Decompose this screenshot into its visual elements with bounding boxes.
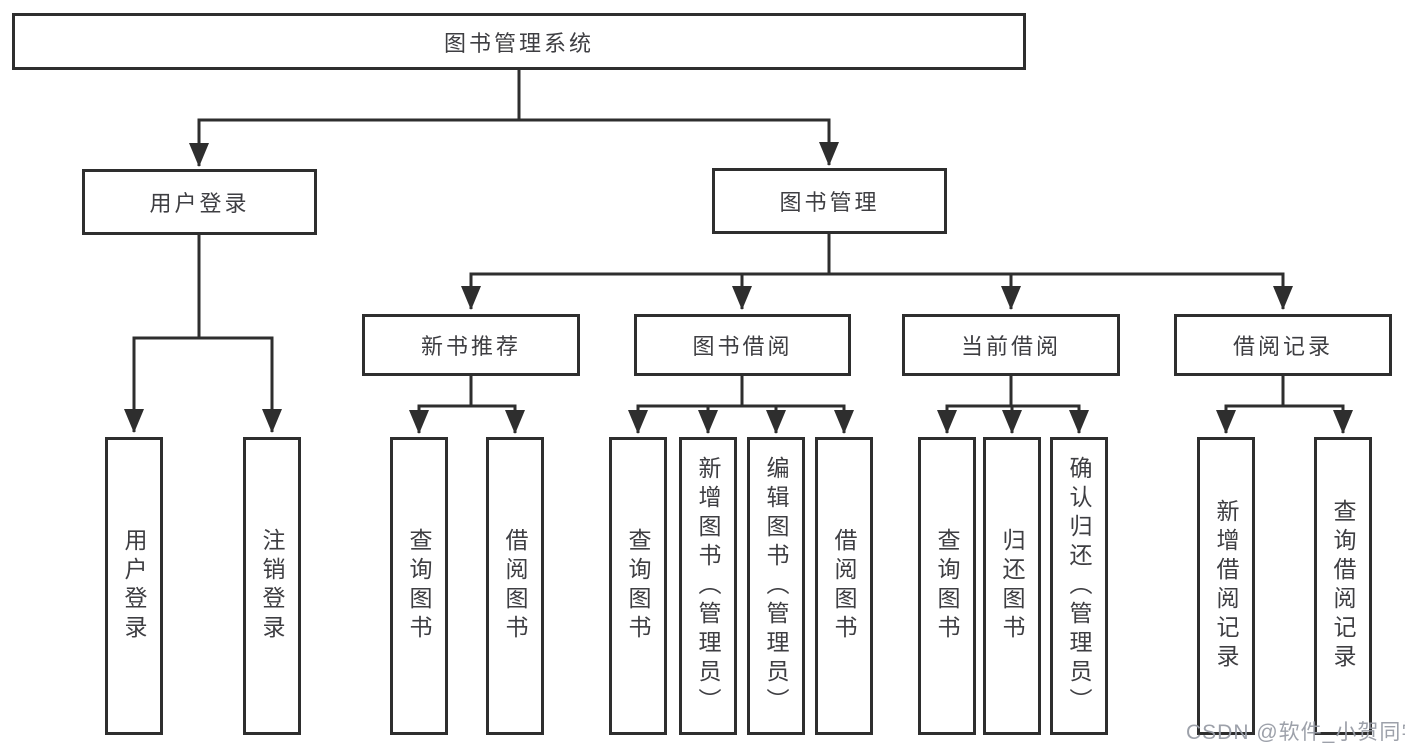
connector-user-login-branch	[124, 235, 282, 433]
leaf-edit-books-admin: 编辑图书（管理员）	[747, 437, 805, 735]
node-current-borrow: 当前借阅	[902, 314, 1120, 376]
connector-root-branch	[189, 69, 839, 167]
leaf-query-books-borrow: 查询图书	[609, 437, 667, 735]
leaf-add-books-admin: 新增图书（管理员）	[679, 437, 737, 735]
node-book-borrow: 图书借阅	[634, 314, 851, 376]
node-new-book-recommend: 新书推荐	[362, 314, 580, 376]
watermark: CSDN @软件_小贺同学	[1186, 721, 1405, 744]
connector-book-borrow-branch	[628, 376, 854, 434]
node-book-management: 图书管理	[712, 168, 947, 234]
leaf-borrow-books-recommend: 借阅图书	[486, 437, 544, 735]
leaf-confirm-return-admin: 确认归还（管理员）	[1050, 437, 1108, 735]
connector-book-management-branch	[461, 234, 1293, 310]
connector-new-book-branch	[409, 376, 525, 434]
leaf-user-login: 用户登录	[105, 437, 163, 735]
connector-current-borrow-branch	[937, 376, 1089, 434]
leaf-add-borrow-record: 新增借阅记录	[1197, 437, 1255, 735]
leaf-borrow-books: 借阅图书	[815, 437, 873, 735]
leaf-query-books-recommend: 查询图书	[390, 437, 448, 735]
leaf-return-books: 归还图书	[983, 437, 1041, 735]
node-borrow-records: 借阅记录	[1174, 314, 1392, 376]
connector-borrow-records-branch	[1216, 376, 1353, 434]
leaf-query-books-current: 查询图书	[918, 437, 976, 735]
node-library-system: 图书管理系统	[12, 13, 1026, 70]
leaf-query-borrow-record: 查询借阅记录	[1314, 437, 1372, 735]
leaf-logout: 注销登录	[243, 437, 301, 735]
node-user-login: 用户登录	[82, 169, 317, 235]
